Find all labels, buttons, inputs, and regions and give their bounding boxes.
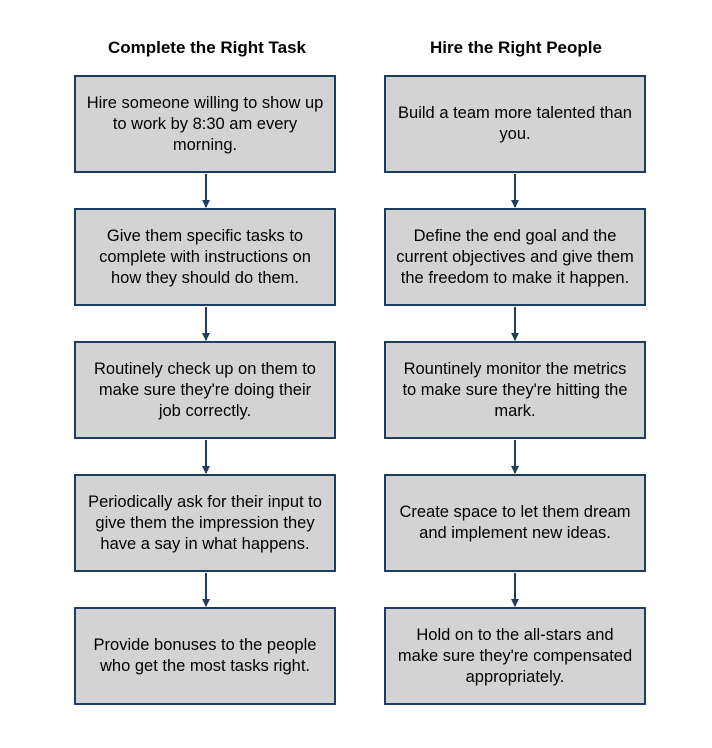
right-step-2-box: Define the end goal and the current obje… (384, 208, 646, 306)
left-step-3-box: Routinely check up on them to make sure … (74, 341, 336, 439)
left-step-5-box: Provide bonuses to the people who get th… (74, 607, 336, 705)
left-step-1-text: Hire someone willing to show up to work … (86, 93, 324, 154)
right-step-5-text: Hold on to the all-stars and make sure t… (397, 625, 633, 686)
left-step-4-text: Periodically ask for their input to give… (88, 492, 322, 553)
left-step-2-text: Give them specific tasks to complete wit… (99, 226, 311, 287)
left-step-1-box: Hire someone willing to show up to work … (74, 75, 336, 173)
left-step-5-text: Provide bonuses to the people who get th… (93, 636, 317, 675)
right-step-2-text: Define the end goal and the current obje… (396, 226, 634, 287)
left-step-4-box: Periodically ask for their input to give… (74, 474, 336, 572)
right-step-1-text: Build a team more talented than you. (398, 104, 632, 143)
left-step-2-box: Give them specific tasks to complete wit… (74, 208, 336, 306)
left-step-3-text: Routinely check up on them to make sure … (94, 359, 316, 420)
left-column-title: Complete the Right Task (107, 38, 307, 57)
right-step-3-box: Rountinely monitor the metrics to make s… (384, 341, 646, 439)
right-column-title: Hire the Right People (430, 38, 602, 57)
right-step-3-text: Rountinely monitor the metrics to make s… (402, 359, 628, 420)
right-step-1-box: Build a team more talented than you. (384, 75, 646, 173)
right-step-4-text: Create space to let them dream and imple… (399, 503, 631, 542)
right-step-5-box: Hold on to the all-stars and make sure t… (384, 607, 646, 705)
right-step-4-box: Create space to let them dream and imple… (384, 474, 646, 572)
